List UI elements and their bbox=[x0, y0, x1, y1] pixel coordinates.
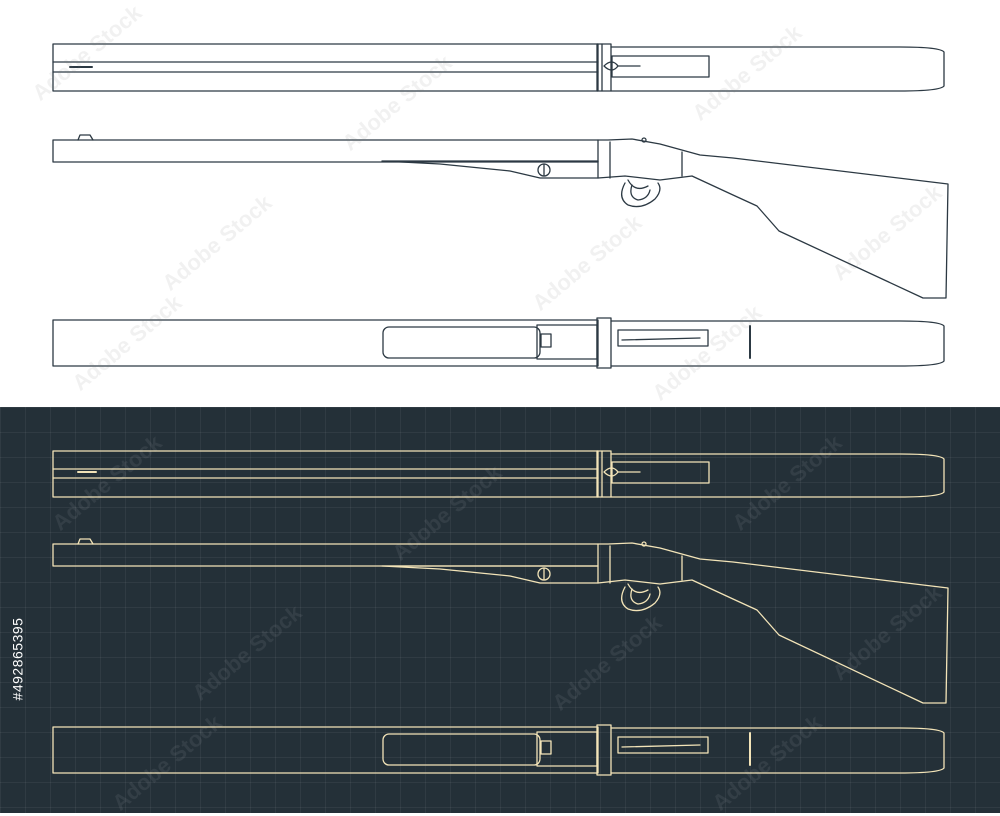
light-drawing bbox=[52, 43, 949, 369]
light-side-view bbox=[52, 134, 949, 299]
stock-id-text: #492865395 bbox=[9, 617, 25, 701]
dark-side-view bbox=[52, 538, 949, 704]
light-top-view bbox=[52, 43, 945, 92]
dark-line-art bbox=[52, 450, 949, 776]
dark-bottom-view bbox=[52, 724, 945, 776]
dark-top-view bbox=[52, 450, 945, 498]
light-line-art bbox=[52, 43, 949, 369]
dark-drawing bbox=[52, 450, 949, 776]
dark-blueprint-panel bbox=[0, 407, 1000, 813]
stock-id-label: #492865395 bbox=[6, 584, 28, 734]
light-bottom-view bbox=[52, 317, 945, 369]
light-blueprint-panel bbox=[0, 0, 1000, 407]
